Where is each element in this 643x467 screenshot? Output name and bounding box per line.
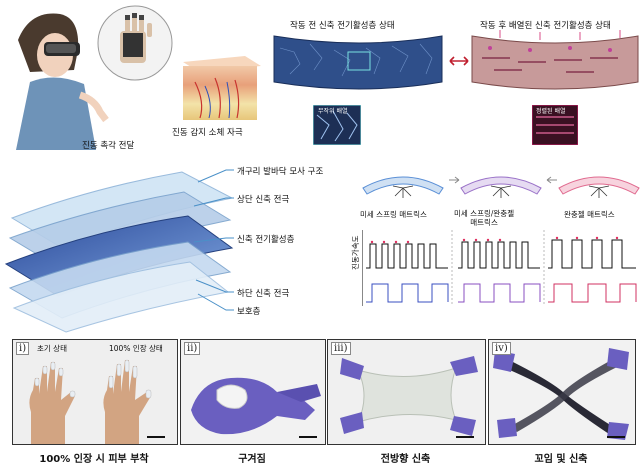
scale-bar bbox=[607, 436, 625, 438]
vibration-waveforms bbox=[362, 230, 637, 306]
random-alignment-label: 무작위 배열 bbox=[318, 108, 348, 115]
skin-cross-section bbox=[183, 56, 261, 120]
random-alignment-inset bbox=[313, 105, 361, 145]
hands-photo bbox=[13, 340, 177, 444]
layer-bottom-electrode: 하단 신축 전극 bbox=[237, 289, 290, 299]
panel-index: iv) bbox=[492, 342, 511, 355]
panel-crumpling: ii) bbox=[180, 339, 326, 445]
scale-bar bbox=[147, 436, 165, 438]
panel-omnidirectional-stretch: iii) bbox=[327, 339, 486, 445]
woman-vr-illustration bbox=[0, 0, 110, 150]
crumpling-photo bbox=[181, 340, 325, 444]
twist-photo bbox=[489, 340, 635, 444]
matrix-label-hybrid: 미세 스프링/완충젤 매트릭스 bbox=[454, 209, 515, 227]
skin-stimulus-label: 진동 감지 소체 자극 bbox=[172, 128, 243, 138]
hand-zoom-circle bbox=[97, 5, 173, 81]
stretched-state-label: 100% 인장 상태 bbox=[109, 344, 163, 353]
layer-active-layer: 신축 전기활성층 bbox=[237, 235, 295, 245]
active-layer-before bbox=[273, 35, 443, 90]
panel-twist-stretch: iv) bbox=[488, 339, 636, 445]
panel-caption-crumpling: 구겨짐 bbox=[238, 454, 266, 465]
layer-frog-structure: 개구리 발바닥 모사 구조 bbox=[237, 167, 324, 177]
layer-top-electrode: 상단 신축 전극 bbox=[237, 195, 290, 205]
scale-bar bbox=[299, 436, 317, 438]
panel-index: i) bbox=[16, 342, 30, 355]
before-state-title: 작동 전 신축 전기활성층 상태 bbox=[290, 21, 395, 31]
vibration-axis-label: 진동가속도 bbox=[351, 235, 360, 271]
initial-state-label: 초기 상태 bbox=[37, 344, 67, 353]
aligned-label: 정렬된 배열 bbox=[536, 108, 566, 115]
aligned-inset bbox=[532, 105, 578, 145]
matrix-label-buffer-gel: 완충젤 매트릭스 bbox=[564, 210, 615, 219]
micro-spring-arc bbox=[362, 176, 444, 198]
double-arrow-icon bbox=[449, 56, 469, 66]
panel-caption-twist-stretch: 꼬임 및 신축 bbox=[534, 454, 588, 465]
panel-index: ii) bbox=[184, 342, 201, 355]
active-layer-after bbox=[471, 30, 639, 90]
layer-protective: 보호층 bbox=[237, 307, 261, 317]
panel-caption-skin-attachment: 100% 인장 시 피부 부착 bbox=[39, 454, 149, 465]
panel-index: iii) bbox=[331, 342, 351, 355]
panel-skin-attachment: i) 초기 상태 100% 인장 상태 bbox=[12, 339, 178, 445]
layered-device-illustration bbox=[4, 171, 234, 333]
hybrid-arc bbox=[460, 176, 542, 198]
buffer-gel-arc bbox=[558, 176, 640, 198]
matrix-label-micro-spring: 미세 스프링 매트릭스 bbox=[360, 210, 427, 219]
panel-caption-omnidirectional-stretch: 전방향 신축 bbox=[380, 454, 431, 465]
stretch-photo bbox=[328, 340, 485, 444]
after-state-title: 작동 후 배열된 신축 전기활성층 상태 bbox=[480, 21, 611, 31]
matrix-schematics bbox=[362, 176, 640, 198]
layer-leader-lines bbox=[193, 169, 234, 311]
scale-bar bbox=[456, 436, 474, 438]
vibration-transfer-label: 진동 촉각 전달 bbox=[82, 141, 135, 151]
